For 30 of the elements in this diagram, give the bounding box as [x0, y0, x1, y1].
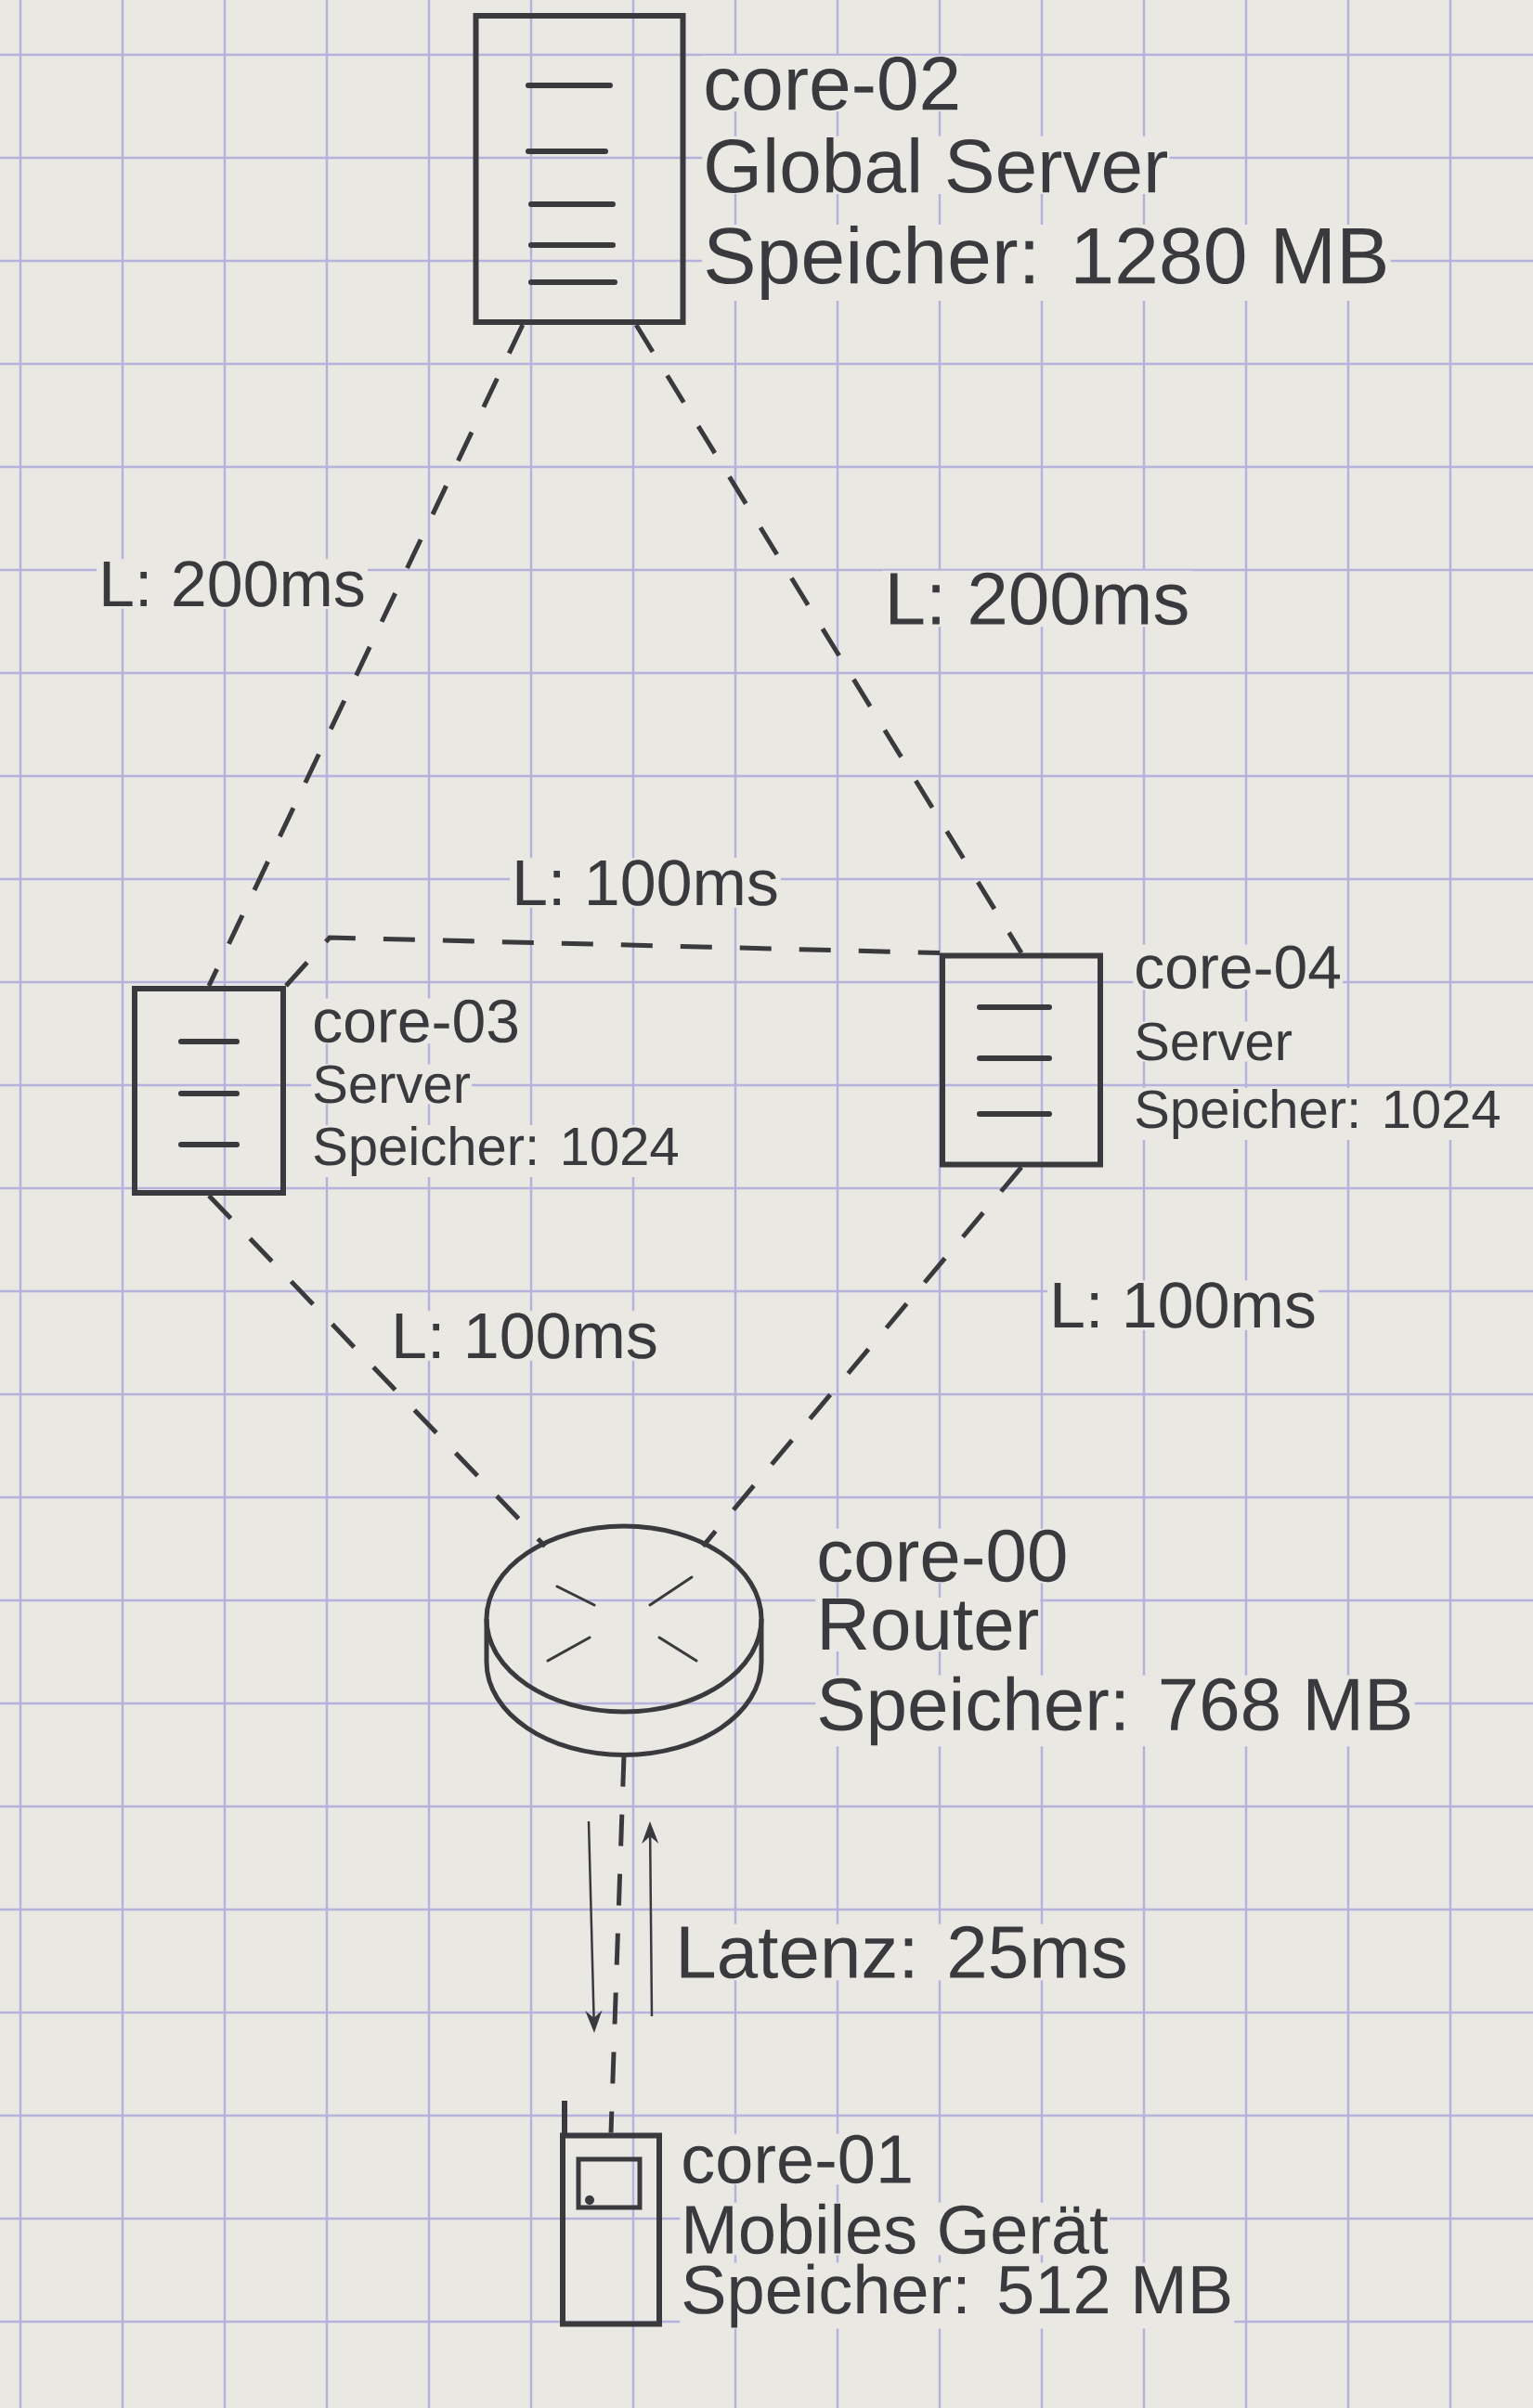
edge-label: L: 200ms	[97, 559, 368, 609]
server-icon	[132, 986, 286, 1196]
device-name: core-00	[815, 1528, 1070, 1584]
device-type: Mobiles Gerät	[680, 2202, 1110, 2256]
memory-label: Speicher: 512 MB	[680, 2262, 1235, 2329]
connector	[634, 323, 1024, 954]
edge-label: Latenz: 25ms	[673, 1923, 1130, 1981]
device-type: Server	[1133, 1021, 1294, 1062]
server-icon	[940, 952, 1103, 1168]
device-name: core-04	[1133, 944, 1343, 990]
device-type: Router	[815, 1598, 1041, 1651]
connector	[608, 1754, 627, 2133]
connector	[207, 1194, 547, 1548]
device-type: Global Server	[702, 136, 1170, 195]
memory-label: Speicher: 1024	[1133, 1087, 1502, 1140]
edge-label: L: 100ms	[510, 858, 781, 908]
server-icon	[473, 13, 686, 325]
device-name: core-03	[311, 998, 521, 1044]
memory-label: Speicher: 1280 MB	[702, 224, 1391, 302]
edge-label: L: 200ms	[882, 570, 1192, 628]
device-name: core-02	[702, 55, 963, 111]
device-type: Server	[311, 1064, 473, 1105]
edge-label: L: 100ms	[1047, 1280, 1319, 1330]
router-icon	[484, 1523, 764, 1757]
connector	[701, 1165, 1023, 1548]
memory-label: Speicher: 768 MB	[815, 1675, 1415, 1747]
edge-label: L: 100ms	[389, 1311, 660, 1361]
device-name: core-01	[680, 2133, 916, 2185]
connector	[284, 935, 941, 988]
memory-label: Speicher: 1024	[311, 1124, 681, 1177]
